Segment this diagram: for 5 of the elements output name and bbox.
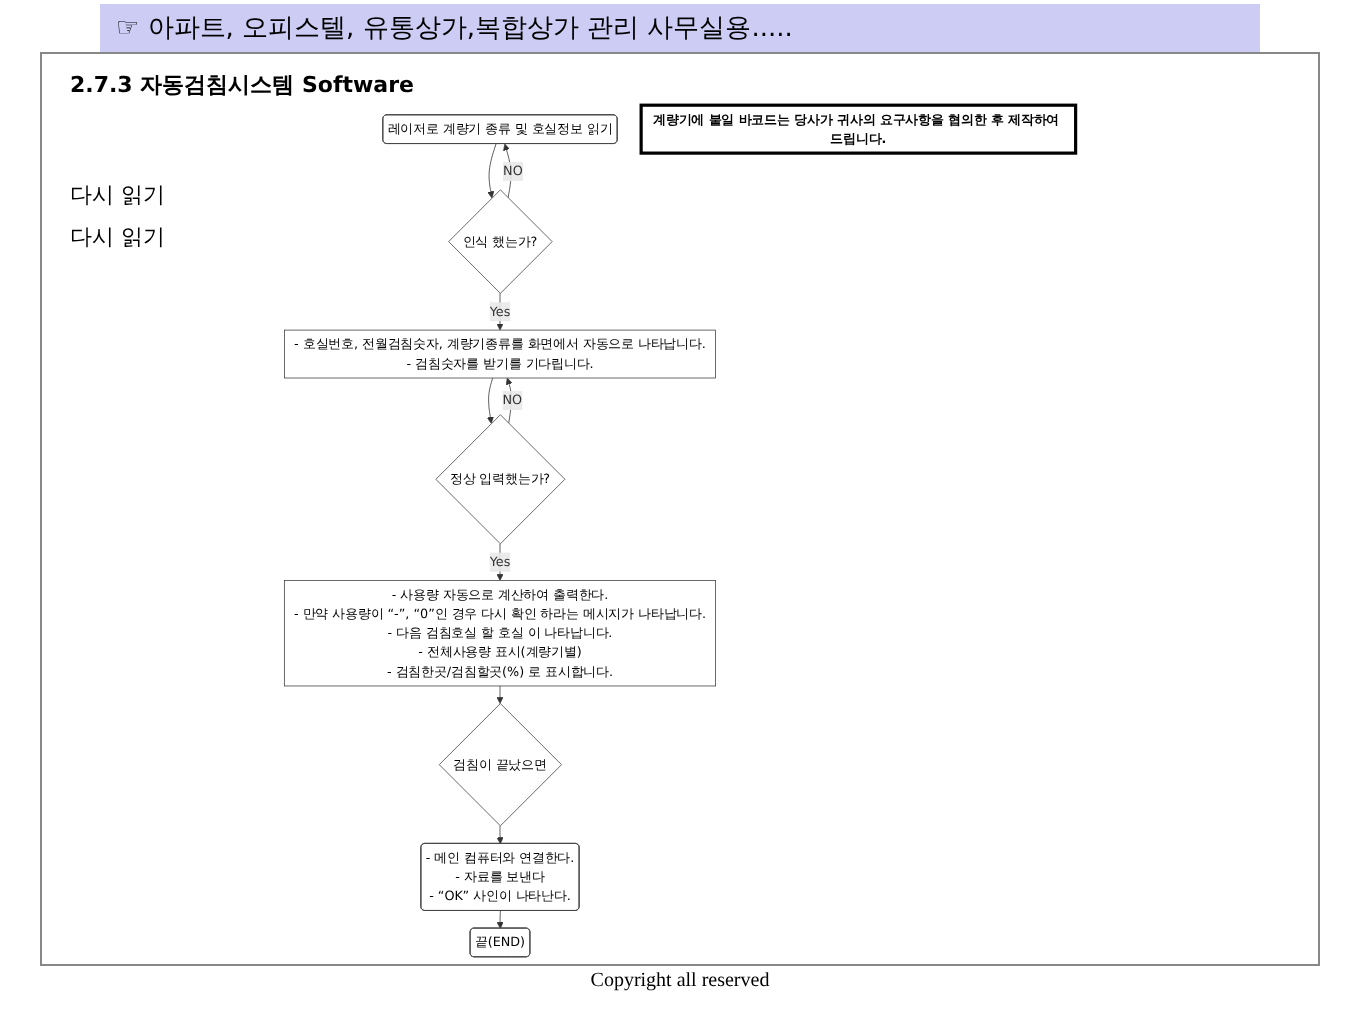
caption: Copyright all reserved [588, 970, 772, 992]
header-title: ☞ 아파트, 오피스텔, 유통상가,복합상가 관리 사무실용..... [100, 4, 1260, 52]
note-text: 다시 읽기 [70, 180, 167, 210]
note-text: 다시 읽기 [70, 222, 167, 252]
section-heading: 2.7.3 자동검침시스템 Software [70, 70, 416, 100]
